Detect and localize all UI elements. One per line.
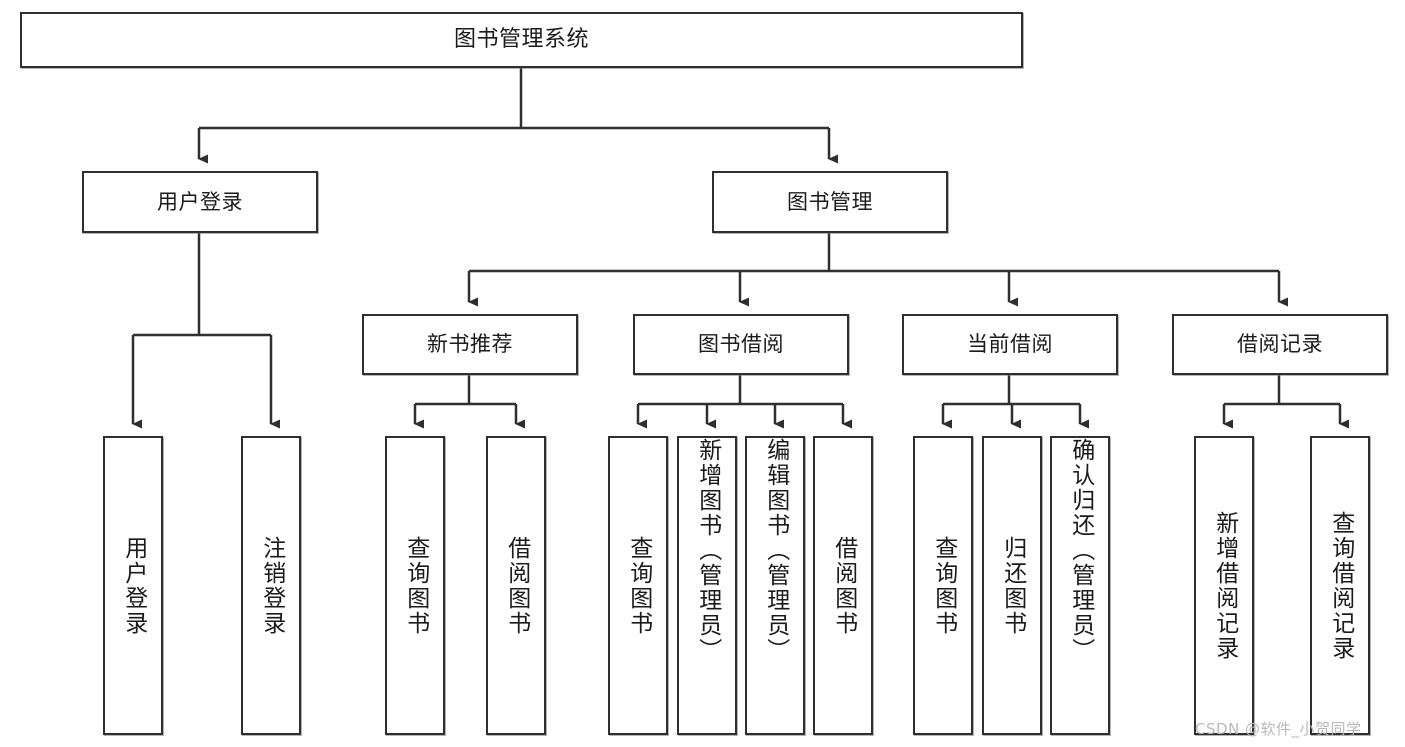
node-leaf-add-book-label: 新增图书（管理员） [694, 438, 721, 663]
node-leaf-add-record-label: 新增借阅记录 [1211, 510, 1238, 661]
node-user-login-label: 用户登录 [157, 189, 243, 214]
node-user-login[interactable]: 用户登录 [82, 171, 318, 233]
node-book-manage-label: 图书管理 [787, 189, 873, 214]
node-root-label: 图书管理系统 [453, 27, 589, 53]
node-leaf-borrow-book-1[interactable]: 借阅图书 [486, 436, 546, 735]
node-leaf-borrow-book-2-label: 借阅图书 [830, 535, 857, 636]
node-leaf-confirm-return-label: 确认归还（管理员） [1067, 438, 1094, 663]
node-leaf-return-book-label: 归还图书 [999, 535, 1026, 636]
node-new-book-recommend[interactable]: 新书推荐 [362, 314, 578, 375]
node-root[interactable]: 图书管理系统 [20, 12, 1023, 68]
watermark-text: CSDN @软件_小贺同学 [1195, 720, 1362, 738]
node-leaf-query-book-3[interactable]: 查询图书 [913, 436, 973, 735]
node-book-borrow-label: 图书借阅 [698, 332, 784, 357]
node-book-manage[interactable]: 图书管理 [712, 171, 948, 233]
node-current-borrow-label: 当前借阅 [967, 332, 1053, 357]
node-leaf-query-book-2-label: 查询图书 [625, 535, 652, 636]
node-leaf-add-book[interactable]: 新增图书（管理员） [677, 436, 737, 735]
node-leaf-query-record[interactable]: 查询借阅记录 [1310, 436, 1370, 735]
node-leaf-borrow-book-1-label: 借阅图书 [503, 535, 530, 636]
node-leaf-edit-book-label: 编辑图书（管理员） [762, 438, 789, 663]
node-book-borrow[interactable]: 图书借阅 [633, 314, 849, 375]
node-leaf-user-logout-label: 注销登录 [258, 535, 285, 636]
node-leaf-query-book-1-label: 查询图书 [402, 535, 429, 636]
node-leaf-query-book-2[interactable]: 查询图书 [608, 436, 668, 735]
node-leaf-edit-book[interactable]: 编辑图书（管理员） [745, 436, 805, 735]
node-leaf-add-record[interactable]: 新增借阅记录 [1194, 436, 1254, 735]
node-leaf-query-book-1[interactable]: 查询图书 [385, 436, 445, 735]
node-new-book-recommend-label: 新书推荐 [427, 332, 513, 357]
node-leaf-confirm-return[interactable]: 确认归还（管理员） [1050, 436, 1110, 735]
node-leaf-user-login[interactable]: 用户登录 [103, 436, 163, 735]
node-borrow-record[interactable]: 借阅记录 [1172, 314, 1388, 375]
node-leaf-user-login-label: 用户登录 [120, 535, 147, 636]
node-leaf-query-record-label: 查询借阅记录 [1327, 510, 1354, 661]
node-borrow-record-label: 借阅记录 [1237, 332, 1323, 357]
node-leaf-user-logout[interactable]: 注销登录 [241, 436, 301, 735]
node-current-borrow[interactable]: 当前借阅 [902, 314, 1118, 375]
node-leaf-query-book-3-label: 查询图书 [930, 535, 957, 636]
node-leaf-borrow-book-2[interactable]: 借阅图书 [813, 436, 873, 735]
node-leaf-return-book[interactable]: 归还图书 [982, 436, 1042, 735]
